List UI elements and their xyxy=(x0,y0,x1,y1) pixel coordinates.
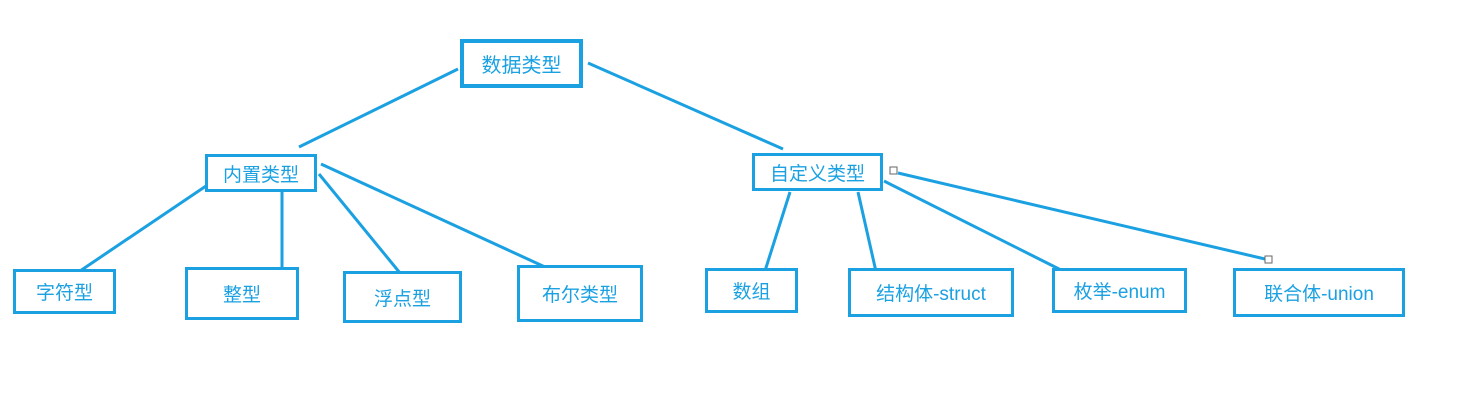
node-struct-type[interactable]: 结构体-struct xyxy=(848,268,1014,317)
node-custom-type[interactable]: 自定义类型 xyxy=(752,153,883,191)
node-data-type[interactable]: 数据类型 xyxy=(460,39,583,88)
edge-custom-enum[interactable] xyxy=(883,179,1064,273)
edge-start-handle[interactable] xyxy=(889,166,898,175)
edge-custom-struct[interactable] xyxy=(856,191,879,277)
edge-builtin-bool[interactable] xyxy=(320,162,546,269)
node-enum-type[interactable]: 枚举-enum xyxy=(1052,268,1187,313)
edge-root-custom[interactable] xyxy=(587,61,784,151)
node-builtin-type[interactable]: 内置类型 xyxy=(205,154,317,192)
edge-builtin-char[interactable] xyxy=(79,184,207,273)
edge-custom-union-selected[interactable] xyxy=(897,171,1266,261)
node-array-type[interactable]: 数组 xyxy=(705,268,798,313)
edge-custom-array[interactable] xyxy=(762,191,792,275)
edge-builtin-float[interactable] xyxy=(317,173,402,274)
edge-root-builtin[interactable] xyxy=(298,67,459,149)
node-union-type[interactable]: 联合体-union xyxy=(1233,268,1405,317)
node-char-type[interactable]: 字符型 xyxy=(13,269,116,314)
node-float-type[interactable]: 浮点型 xyxy=(343,271,462,323)
node-int-type[interactable]: 整型 xyxy=(185,267,299,320)
edge-end-handle[interactable] xyxy=(1264,255,1273,264)
node-bool-type[interactable]: 布尔类型 xyxy=(517,265,643,322)
